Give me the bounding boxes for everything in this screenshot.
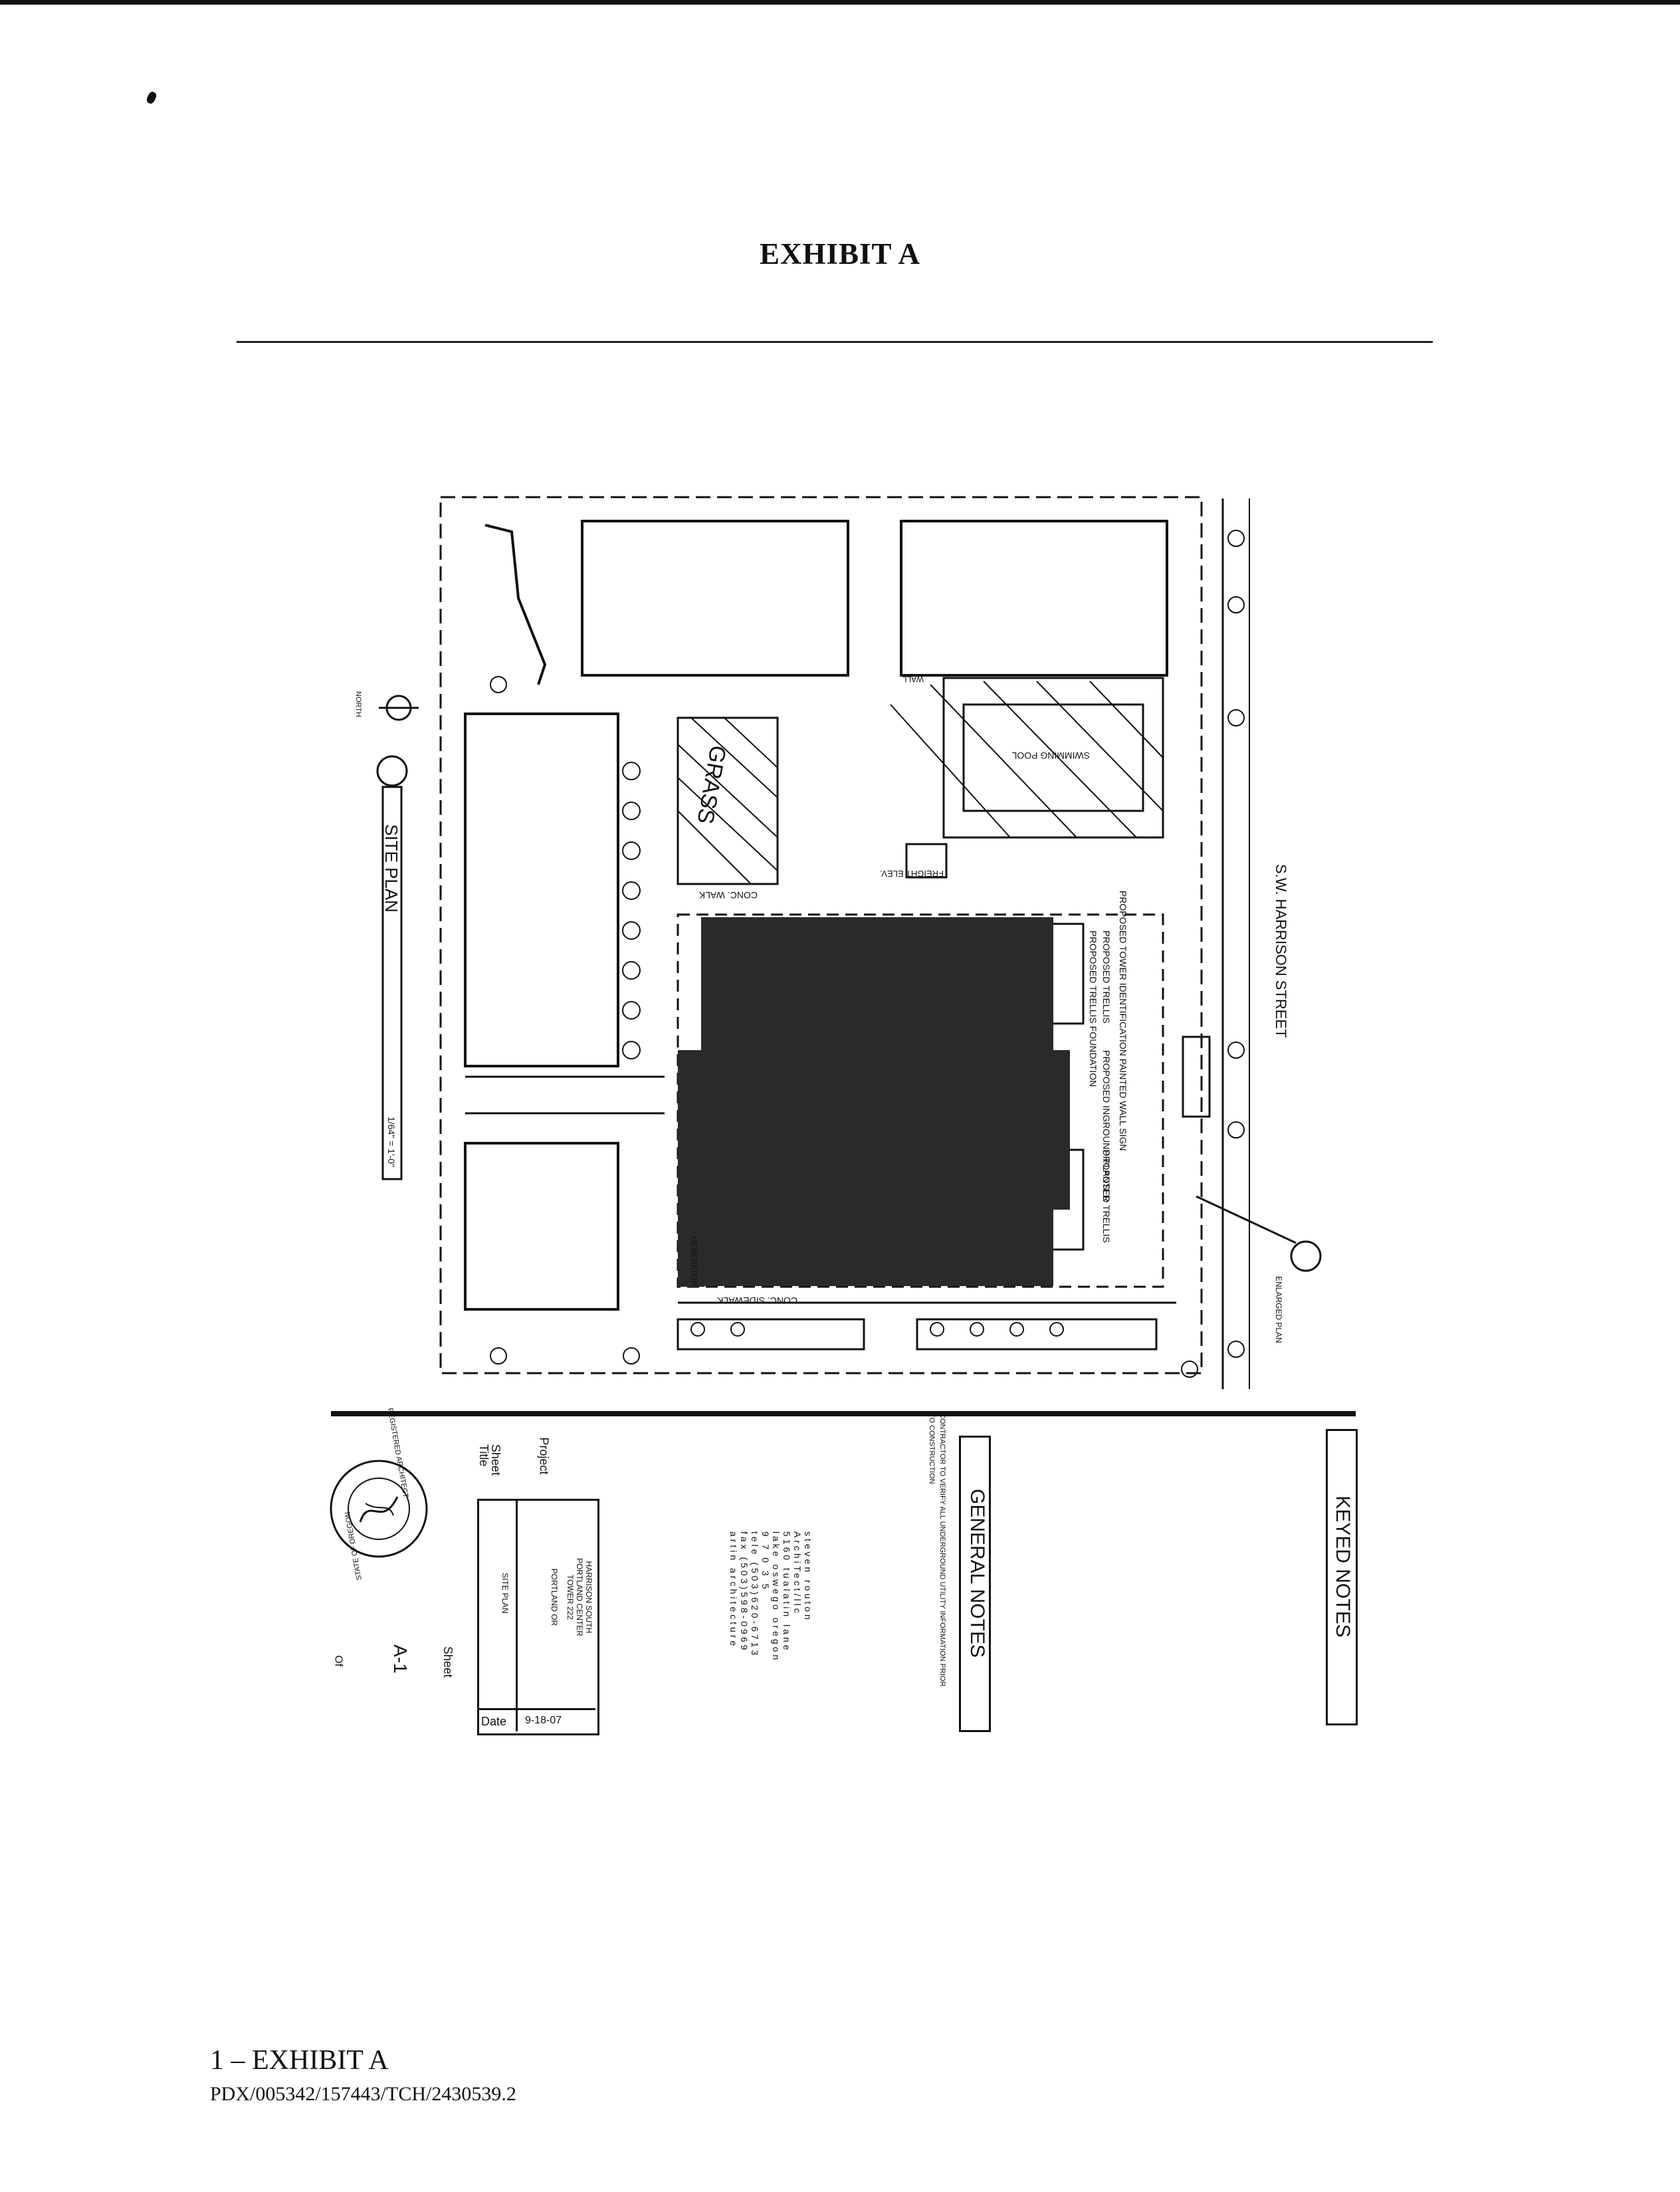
inground-planter	[1182, 1036, 1211, 1118]
building-west-2	[464, 1142, 619, 1311]
project-line: PORTLAND OR	[550, 1568, 559, 1626]
keyed-notes-label: KEYED NOTES	[1332, 1495, 1354, 1638]
project-line: HARRISON SOUTH	[584, 1561, 593, 1634]
general-notes-box	[959, 1436, 991, 1732]
north-label: NORTH	[354, 691, 362, 717]
title-divider	[237, 341, 1433, 343]
scan-top-edge	[0, 0, 1680, 5]
title-block: KEYED NOTES GENERAL NOTES CONTRACTOR TO …	[319, 1408, 1369, 1741]
architect-line: steven routon	[803, 1531, 813, 1622]
architect-line: ArchiTect/llc	[792, 1531, 803, 1616]
sheet-title-value: SITE PLAN	[500, 1573, 510, 1614]
architect-line: lake oswego oregon	[771, 1531, 782, 1663]
project-label: Project	[537, 1437, 551, 1475]
scan-speck	[145, 90, 158, 105]
date-label: Date	[481, 1715, 507, 1728]
site-plan-drawing: S.W. HARRISON STREET CONC. WALK CONC. SI…	[354, 496, 1322, 1389]
date-value: 9-18-07	[525, 1715, 562, 1726]
tower-footprint	[701, 917, 1053, 1286]
architect-line: tele (503)620-6713	[750, 1531, 760, 1658]
sheet-label: Sheet	[441, 1646, 455, 1678]
swimming-pool-label: SWIMMING POOL	[1011, 750, 1090, 761]
general-note-1: CONTRACTOR TO VERIFY ALL UNDERGROUND UTI…	[928, 1413, 946, 1687]
freight-elev-label: FREIGHT ELEV.	[880, 869, 944, 879]
building-north-east	[900, 520, 1168, 677]
trellis-south-label: PROPOSED TRELLIS	[1101, 1150, 1112, 1243]
architect-line: artin architecture	[728, 1531, 739, 1649]
title-block-divider	[331, 1411, 1356, 1416]
project-table-divider	[516, 1499, 518, 1731]
architect-line: 5160 tualatin lane	[782, 1531, 792, 1653]
building-west-1	[464, 712, 619, 1067]
architect-line: fax (503)598-0969	[739, 1531, 750, 1653]
grass-label: GRASS	[692, 744, 730, 826]
project-line: TOWER 222	[566, 1575, 575, 1620]
keyed-notes-box	[1326, 1429, 1358, 1725]
project-table	[477, 1499, 599, 1735]
general-notes-label: GENERAL NOTES	[966, 1489, 988, 1658]
inground-planter-label: PROPOSED INGROUND PLANTER	[1101, 1050, 1112, 1202]
planter-south-west	[677, 1318, 865, 1351]
project-line: PORTLAND CENTER	[575, 1558, 584, 1636]
planter-south-east	[916, 1318, 1158, 1351]
generator-label: GENERATOR	[689, 1236, 698, 1286]
project-table-date-divider	[477, 1708, 595, 1710]
sheet-number: A-1	[389, 1644, 411, 1674]
street-name-label: S.W. HARRISON STREET	[1273, 864, 1289, 1038]
of-label: Of	[332, 1655, 344, 1667]
tower-sign-label: PROPOSED TOWER IDENTIFICATION PAINTED WA…	[1118, 891, 1128, 1151]
swimming-pool	[962, 703, 1144, 812]
property-boundary	[439, 496, 1203, 1374]
exhibit-title: EXHIBIT A	[759, 237, 921, 271]
architect-line: 9 7 0 3 5	[760, 1531, 771, 1592]
sheet-title-label: Sheet Title	[477, 1444, 502, 1476]
trellis-foundation-label: PROPOSED TRELLIS FOUNDATION	[1088, 931, 1099, 1087]
enlarged-plan-label: ENLARGED PLAN	[1274, 1276, 1283, 1343]
architect-info: steven routon ArchiTect/llc 5160 tualati…	[728, 1531, 813, 1731]
scale-label: 1/64" = 1'-0"	[386, 1117, 397, 1167]
conc-sidewalk-label: CONC. SIDEWALK	[717, 1295, 797, 1306]
grass-area	[677, 716, 779, 885]
footer-exhibit-label: 1 – EXHIBIT A	[210, 2045, 389, 2076]
footer-document-ref: PDX/005342/157443/TCH/2430539.2	[210, 2083, 516, 2105]
building-north-west	[581, 520, 849, 677]
wall-label: WALL	[902, 675, 924, 684]
trellis-label: PROPOSED TRELLIS	[1101, 931, 1112, 1024]
architect-seal	[330, 1460, 428, 1558]
site-plan-tag-label: SITE PLAN	[381, 824, 401, 913]
project-details: HARRISON SOUTH PORTLAND CENTER TOWER 222…	[550, 1531, 593, 1664]
freight-elevator	[905, 843, 948, 879]
site-plan-tag-frame	[381, 786, 403, 1180]
conc-walk-label: CONC. WALK	[698, 890, 758, 901]
